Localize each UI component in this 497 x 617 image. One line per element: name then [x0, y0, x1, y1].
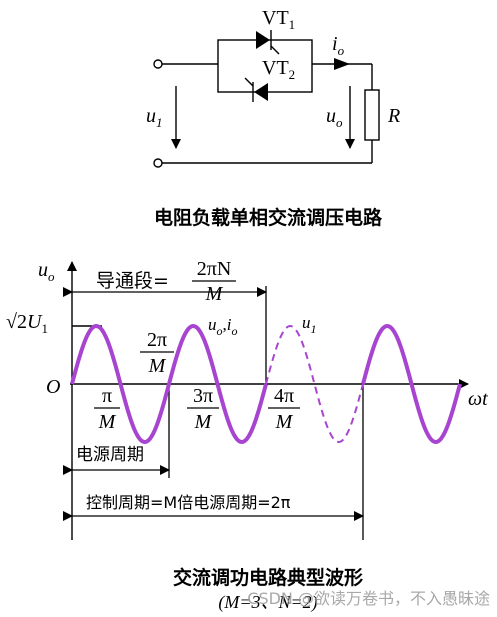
two-pi-den: M [148, 355, 167, 377]
conduction-fraction-num: 2πN [197, 258, 232, 280]
three-pi-num: 3π [193, 385, 213, 407]
resistor [364, 89, 380, 141]
x-axis-label: ωt [468, 388, 488, 410]
pi-den: M [98, 411, 117, 433]
output-wave-conduction-1 [70, 323, 268, 445]
vt1-symbol [256, 30, 280, 55]
waveform-caption: 交流调功电路典型波形 [173, 566, 363, 589]
uo-axis-label: uo [38, 259, 55, 284]
waveform-params: (M=3、N=2) [218, 592, 317, 613]
conduction-label: 导通段= [96, 270, 169, 292]
vt2-label: VT2 [262, 57, 295, 82]
uo-label: uo [326, 105, 343, 130]
io-label: io [332, 33, 345, 58]
r-label: R [387, 105, 400, 127]
watermark: CSDN @欲读万卷书，不入愚昧途 [247, 589, 490, 608]
four-pi-den: M [275, 411, 294, 433]
period-markers [63, 286, 364, 540]
circuit-caption: 电阻负载单相交流调压电路 [154, 206, 383, 229]
vt1-label: VT1 [262, 7, 295, 32]
vt2-symbol [244, 77, 268, 102]
source-wave-dashed [265, 324, 364, 444]
terminal-bottom [153, 158, 163, 168]
amplitude-label: √2U1 [6, 311, 48, 336]
terminal-top [153, 59, 163, 69]
three-pi-den: M [194, 411, 213, 433]
conduction-fraction-den: M [205, 283, 224, 305]
control-period-label: 控制周期=M倍电源周期=2π [86, 493, 291, 512]
origin-label: O [46, 376, 60, 398]
output-wave-conduction-2 [361, 323, 462, 445]
four-pi-num: 4π [274, 385, 294, 407]
source-period-label: 电源周期 [76, 445, 144, 465]
two-pi-num: 2π [147, 329, 167, 351]
circuit-diagram [153, 30, 380, 168]
dashed-wave-label: u1 [302, 313, 317, 336]
pi-num: π [102, 385, 112, 407]
curve-label: uo,io [208, 315, 237, 338]
u1-label: u1 [146, 105, 163, 130]
